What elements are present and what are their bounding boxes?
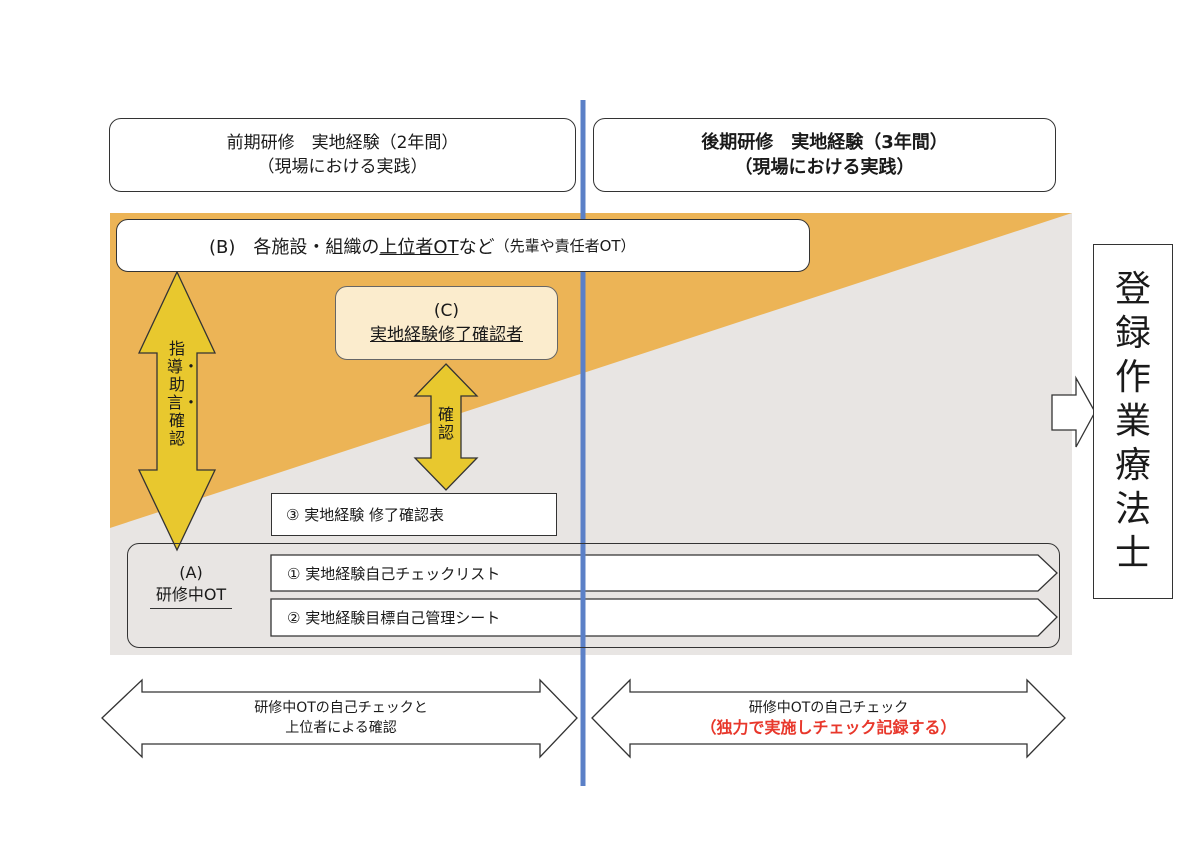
arrow-c-3 <box>413 363 479 491</box>
item-3-label: ③ 実地経験 修了確認表 <box>286 506 444 524</box>
bottom-right-line2: （独力で実施しチェック記録する） <box>700 718 957 737</box>
box-a-id: (A) <box>179 563 203 582</box>
bottom-right-text: 研修中OTの自己チェック （独力で実施しチェック記録する） <box>630 698 1027 738</box>
box-b-note: （先輩や責任者OT） <box>494 237 636 255</box>
late-phase-box: 後期研修 実地経験（3年間） （現場における実践） <box>593 118 1056 192</box>
item-1-label: ① 実地経験自己チェックリスト <box>287 564 501 583</box>
bottom-right-line1: 研修中OTの自己チェック <box>748 700 909 716</box>
box-a-title: 研修中OT <box>149 584 233 609</box>
right-arrow <box>1051 375 1096 448</box>
bottom-left-line1: 研修中OTの自己チェックと <box>254 700 428 716</box>
early-phase-box: 前期研修 実地経験（2年間） （現場における実践） <box>109 118 576 192</box>
box-b-suffix: など <box>458 236 495 258</box>
box-a <box>127 543 1060 648</box>
arrow-c-3-label: 確認 <box>437 405 454 442</box>
early-phase-title: 前期研修 実地経験（2年間） <box>226 133 459 153</box>
box-c: (C) 実地経験修了確認者 <box>335 286 558 360</box>
item-2-label: ② 実地経験目標自己管理シート <box>287 609 501 627</box>
bottom-left-line2: 上位者による確認 <box>285 720 397 736</box>
registered-ot-label: 登録作業療法士 <box>1114 268 1151 574</box>
item-3-box: ③ 実地経験 修了確認表 <box>271 493 557 536</box>
box-b: (B) 各施設・組織の 上位者OT など （先輩や責任者OT） <box>116 219 810 272</box>
item-1-shape <box>270 554 1058 592</box>
bottom-left-text: 研修中OTの自己チェックと 上位者による確認 <box>142 698 540 738</box>
arrow-b-a-label: 指導・助言・確認 <box>167 339 200 448</box>
bottom-left-arrow <box>101 678 578 759</box>
item-2-shape <box>270 598 1058 637</box>
early-phase-subtitle: （現場における実践） <box>257 157 428 177</box>
box-b-prefix: (B) 各施設・組織の <box>209 236 380 258</box>
box-a-label: (A) 研修中OT <box>136 562 246 609</box>
registered-ot-box: 登録作業療法士 <box>1093 244 1173 599</box>
arrow-b-a <box>137 270 217 552</box>
box-c-title: 実地経験修了確認者 <box>370 325 523 345</box>
box-b-highlight: 上位者OT <box>379 236 459 258</box>
late-phase-subtitle: （現場における実践） <box>734 157 915 178</box>
late-phase-title: 後期研修 実地経験（3年間） <box>701 132 948 153</box>
bottom-right-arrow <box>591 678 1066 759</box>
box-c-label: (C) <box>433 301 460 321</box>
